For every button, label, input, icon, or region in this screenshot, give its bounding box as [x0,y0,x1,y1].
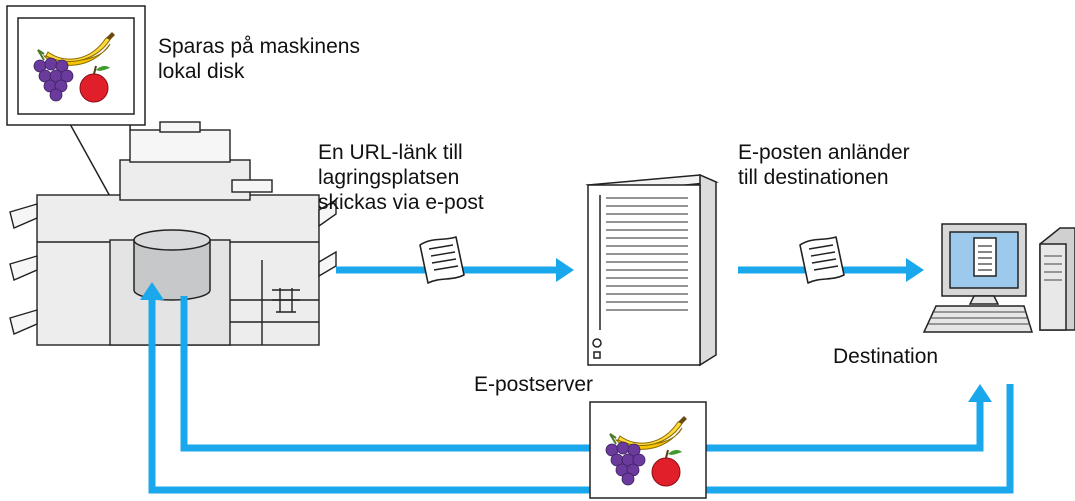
paper-document-icon [799,236,845,284]
arrival-note-line-1: E-posten anländer [738,141,910,164]
url-note-line-3: skickas via e-post [318,191,484,214]
url-note-line-1: En URL-länk till [318,141,463,164]
arrow-destination-to-disk [148,296,1014,494]
arrival-note: E-posten anländer till destinationen [738,140,910,190]
url-note: En URL-länk till lagringsplatsen skickas… [318,140,484,215]
tower-server-icon [585,173,719,367]
arrival-note-line-2: till destinationen [738,166,889,189]
arrow-image-to-destination [180,296,984,452]
url-note-line-2: lagringsplatsen [318,166,460,189]
arrowheads [140,258,992,402]
storage-note-line-1: Sparas på maskinens [158,35,360,58]
local-disk-icon [133,229,211,301]
destination-label: Destination [833,345,939,368]
server-label: E-postserver [474,373,594,396]
paper-document-icon [419,236,465,284]
storage-note-line-2: lokal disk [158,60,245,83]
desktop-computer-icon [922,223,1075,333]
storage-note: Sparas på maskinens lokal disk [158,34,360,84]
fruit-picture-icon [589,401,707,499]
